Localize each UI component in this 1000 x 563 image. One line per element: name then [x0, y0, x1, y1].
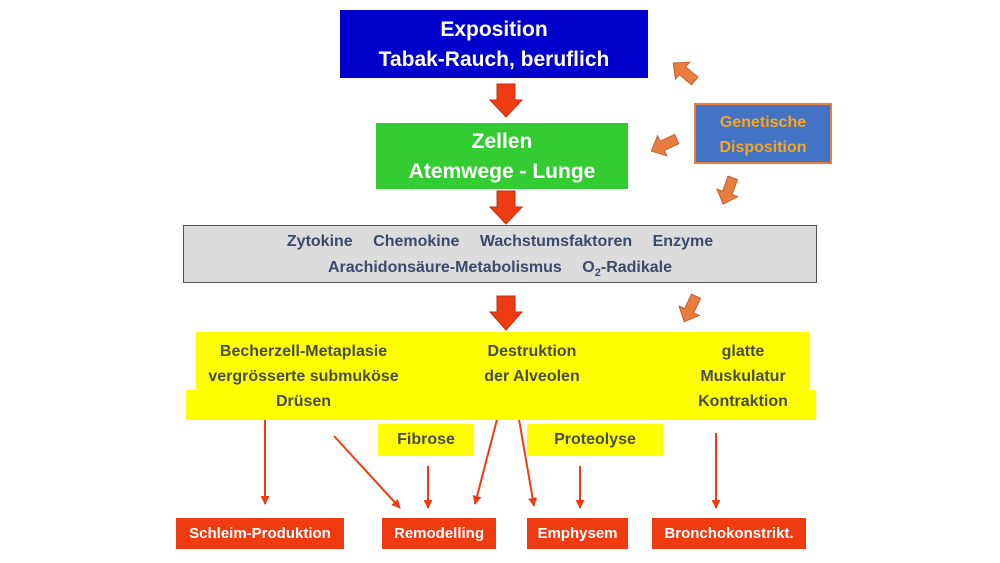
- thin-arrow-metaplasie-to-remodelling: [333, 435, 401, 509]
- outcome-bronchokonstriktion: Bronchokonstrikt.: [652, 518, 806, 549]
- side-arrow-genetic-to-zellen: [650, 133, 680, 157]
- mediator-arachidonic: Arachidonsäure-Metabolismus: [328, 259, 562, 276]
- mediator-o2-radicals: O2-Radikale: [582, 259, 672, 280]
- zellen-title: Zellen: [471, 130, 533, 153]
- mediators-line1: Zytokine Chemokine Wachstumsfaktoren Enz…: [184, 229, 816, 255]
- fibrose-box: Fibrose: [378, 424, 474, 456]
- zellen-subtitle: Atemwege - Lunge: [408, 160, 596, 183]
- outcome-emphysem: Emphysem: [527, 518, 628, 549]
- effect-metaplasie: Becherzell-Metaplasie vergrösserte submu…: [208, 343, 399, 410]
- outcome-remodelling: Remodelling: [382, 518, 496, 549]
- thin-arrow-destruktion-to-remodelling: [472, 407, 501, 505]
- effect-muskulatur: glatte Muskulatur Kontraktion: [698, 343, 788, 410]
- block-arrow-expo-to-zellen: [488, 83, 524, 118]
- zellen-box: Zellen Atemwege - Lunge: [376, 123, 628, 189]
- exposition-title: Exposition: [440, 18, 548, 41]
- effect-destruktion: Destruktion der Alveolen: [484, 343, 580, 385]
- side-arrow-mediators-to-muscle: [678, 293, 702, 323]
- mediators-line2: Arachidonsäure-Metabolismus O2-Radikale: [184, 255, 816, 286]
- block-arrow-mediators-to-effects: [488, 295, 524, 331]
- mediator-item: Zytokine: [286, 233, 353, 250]
- block-arrow-zellen-to-mediators: [488, 190, 524, 225]
- side-arrow-genetic-to-mediators: [716, 175, 739, 205]
- genetic-line2: Disposition: [719, 139, 807, 156]
- mediator-item: Wachstumsfaktoren: [479, 233, 633, 250]
- mediator-item: Chemokine: [373, 233, 460, 250]
- effects-band-lower: [186, 390, 816, 420]
- side-arrow-genetic-to-expo: [672, 61, 699, 86]
- genetic-disposition-box: Genetische Disposition: [694, 103, 832, 164]
- outcome-schleim-produktion: Schleim-Produktion: [176, 518, 344, 549]
- genetic-line1: Genetische: [719, 114, 807, 131]
- proteolyse-box: Proteolyse: [527, 424, 663, 456]
- thin-arrow-destruktion-to-emphysem: [516, 407, 538, 507]
- mediators-box: Zytokine Chemokine Wachstumsfaktoren Enz…: [183, 225, 817, 283]
- mediator-item: Enzyme: [652, 233, 714, 250]
- exposition-box: Exposition Tabak-Rauch, beruflich: [340, 10, 648, 78]
- exposition-subtitle: Tabak-Rauch, beruflich: [378, 48, 610, 71]
